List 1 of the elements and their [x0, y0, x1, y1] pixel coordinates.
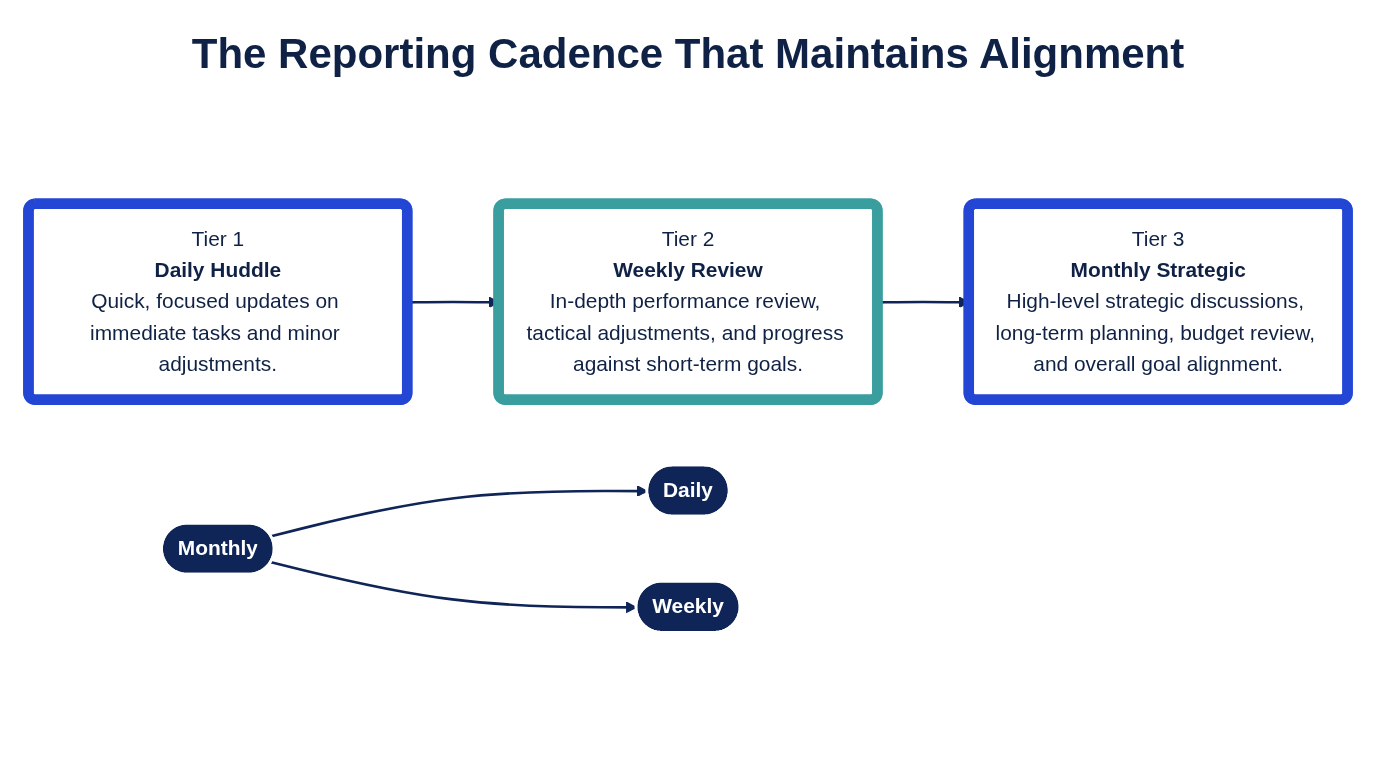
diagram-title: The Reporting Cadence That Maintains Alignment [190, 30, 1186, 78]
